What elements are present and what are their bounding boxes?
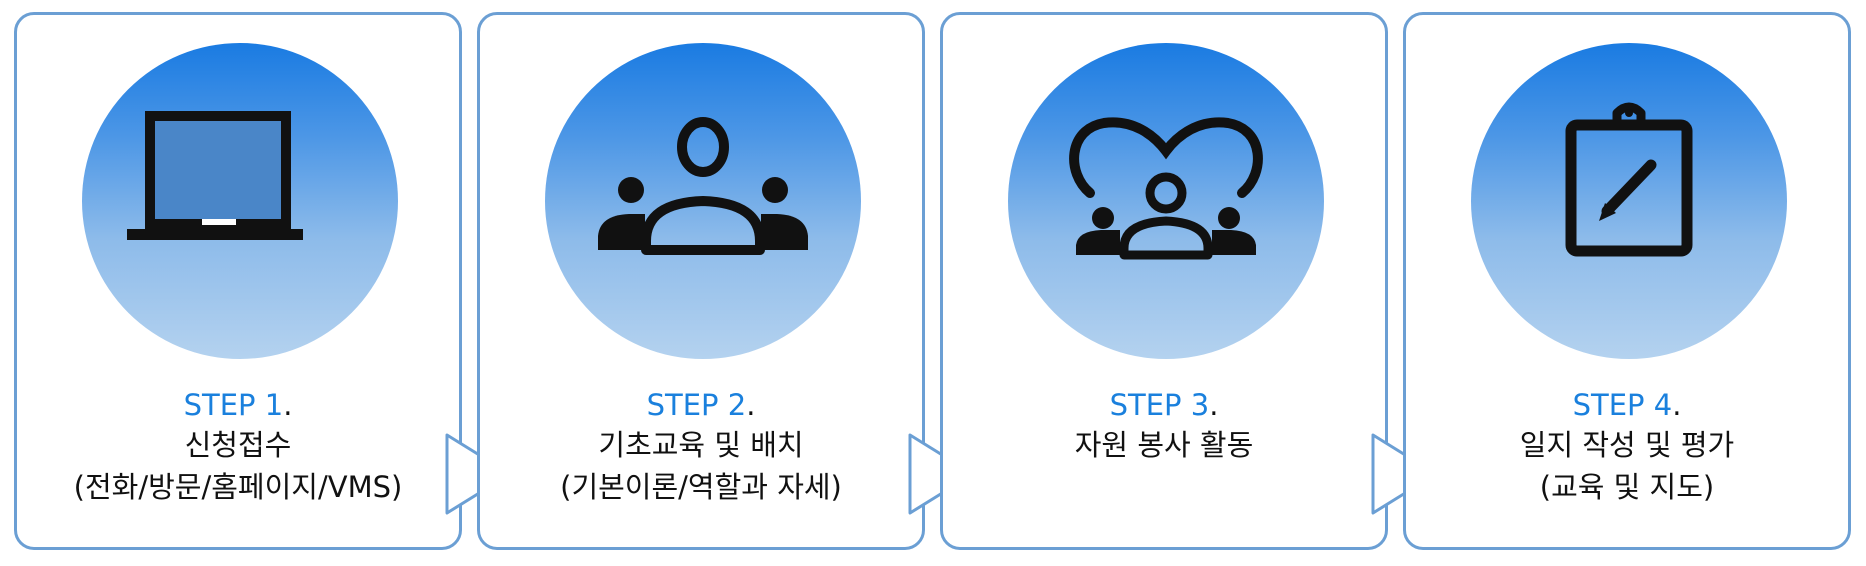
step-1-dot: . bbox=[283, 388, 293, 422]
step-1-label: STEP 1. bbox=[17, 385, 459, 425]
laptop-icon bbox=[127, 111, 303, 240]
step-1-subtitle: (전화/방문/홈페이지/VMS) bbox=[73, 470, 403, 504]
clipboard-pencil-icon bbox=[1565, 102, 1693, 257]
step-4-number: STEP 4 bbox=[1572, 388, 1673, 422]
step-2-label: STEP 2. bbox=[480, 385, 922, 425]
step-4-label: STEP 4. bbox=[1406, 385, 1848, 425]
step-2-number: STEP 2 bbox=[646, 388, 747, 422]
step-card-4: STEP 4. 일지 작성 및 평가 (교육 및 지도) bbox=[1403, 12, 1851, 550]
step-4-icon-circle bbox=[1471, 43, 1787, 359]
step-card-1: STEP 1. 신청접수 (전화/방문/홈페이지/VMS) bbox=[14, 12, 462, 550]
step-3-icon-circle bbox=[1008, 43, 1324, 359]
step-2-subtitle: (기본이론/역할과 자세) bbox=[560, 470, 842, 504]
step-2-title: 기초교육 및 배치 bbox=[598, 428, 804, 462]
step-4-dot: . bbox=[1672, 388, 1682, 422]
step-4-subtitle: (교육 및 지도) bbox=[1539, 470, 1715, 504]
step-2-dot: . bbox=[746, 388, 756, 422]
step-3-dot: . bbox=[1209, 388, 1219, 422]
step-3-number: STEP 3 bbox=[1109, 388, 1210, 422]
step-card-3: STEP 3. 자원 봉사 활동 bbox=[940, 12, 1388, 550]
step-1-title: 신청접수 bbox=[184, 428, 292, 462]
step-1-icon-circle bbox=[82, 43, 398, 359]
step-3-label: STEP 3. bbox=[943, 385, 1385, 425]
heart-people-icon bbox=[1069, 117, 1263, 260]
step-1-number: STEP 1 bbox=[183, 388, 284, 422]
step-2-icon-circle bbox=[545, 43, 861, 359]
people-group-icon bbox=[598, 117, 808, 255]
step-3-title: 자원 봉사 활동 bbox=[1074, 428, 1254, 462]
step-4-title: 일지 작성 및 평가 bbox=[1519, 428, 1735, 462]
step-card-2: STEP 2. 기초교육 및 배치 (기본이론/역할과 자세) bbox=[477, 12, 925, 550]
